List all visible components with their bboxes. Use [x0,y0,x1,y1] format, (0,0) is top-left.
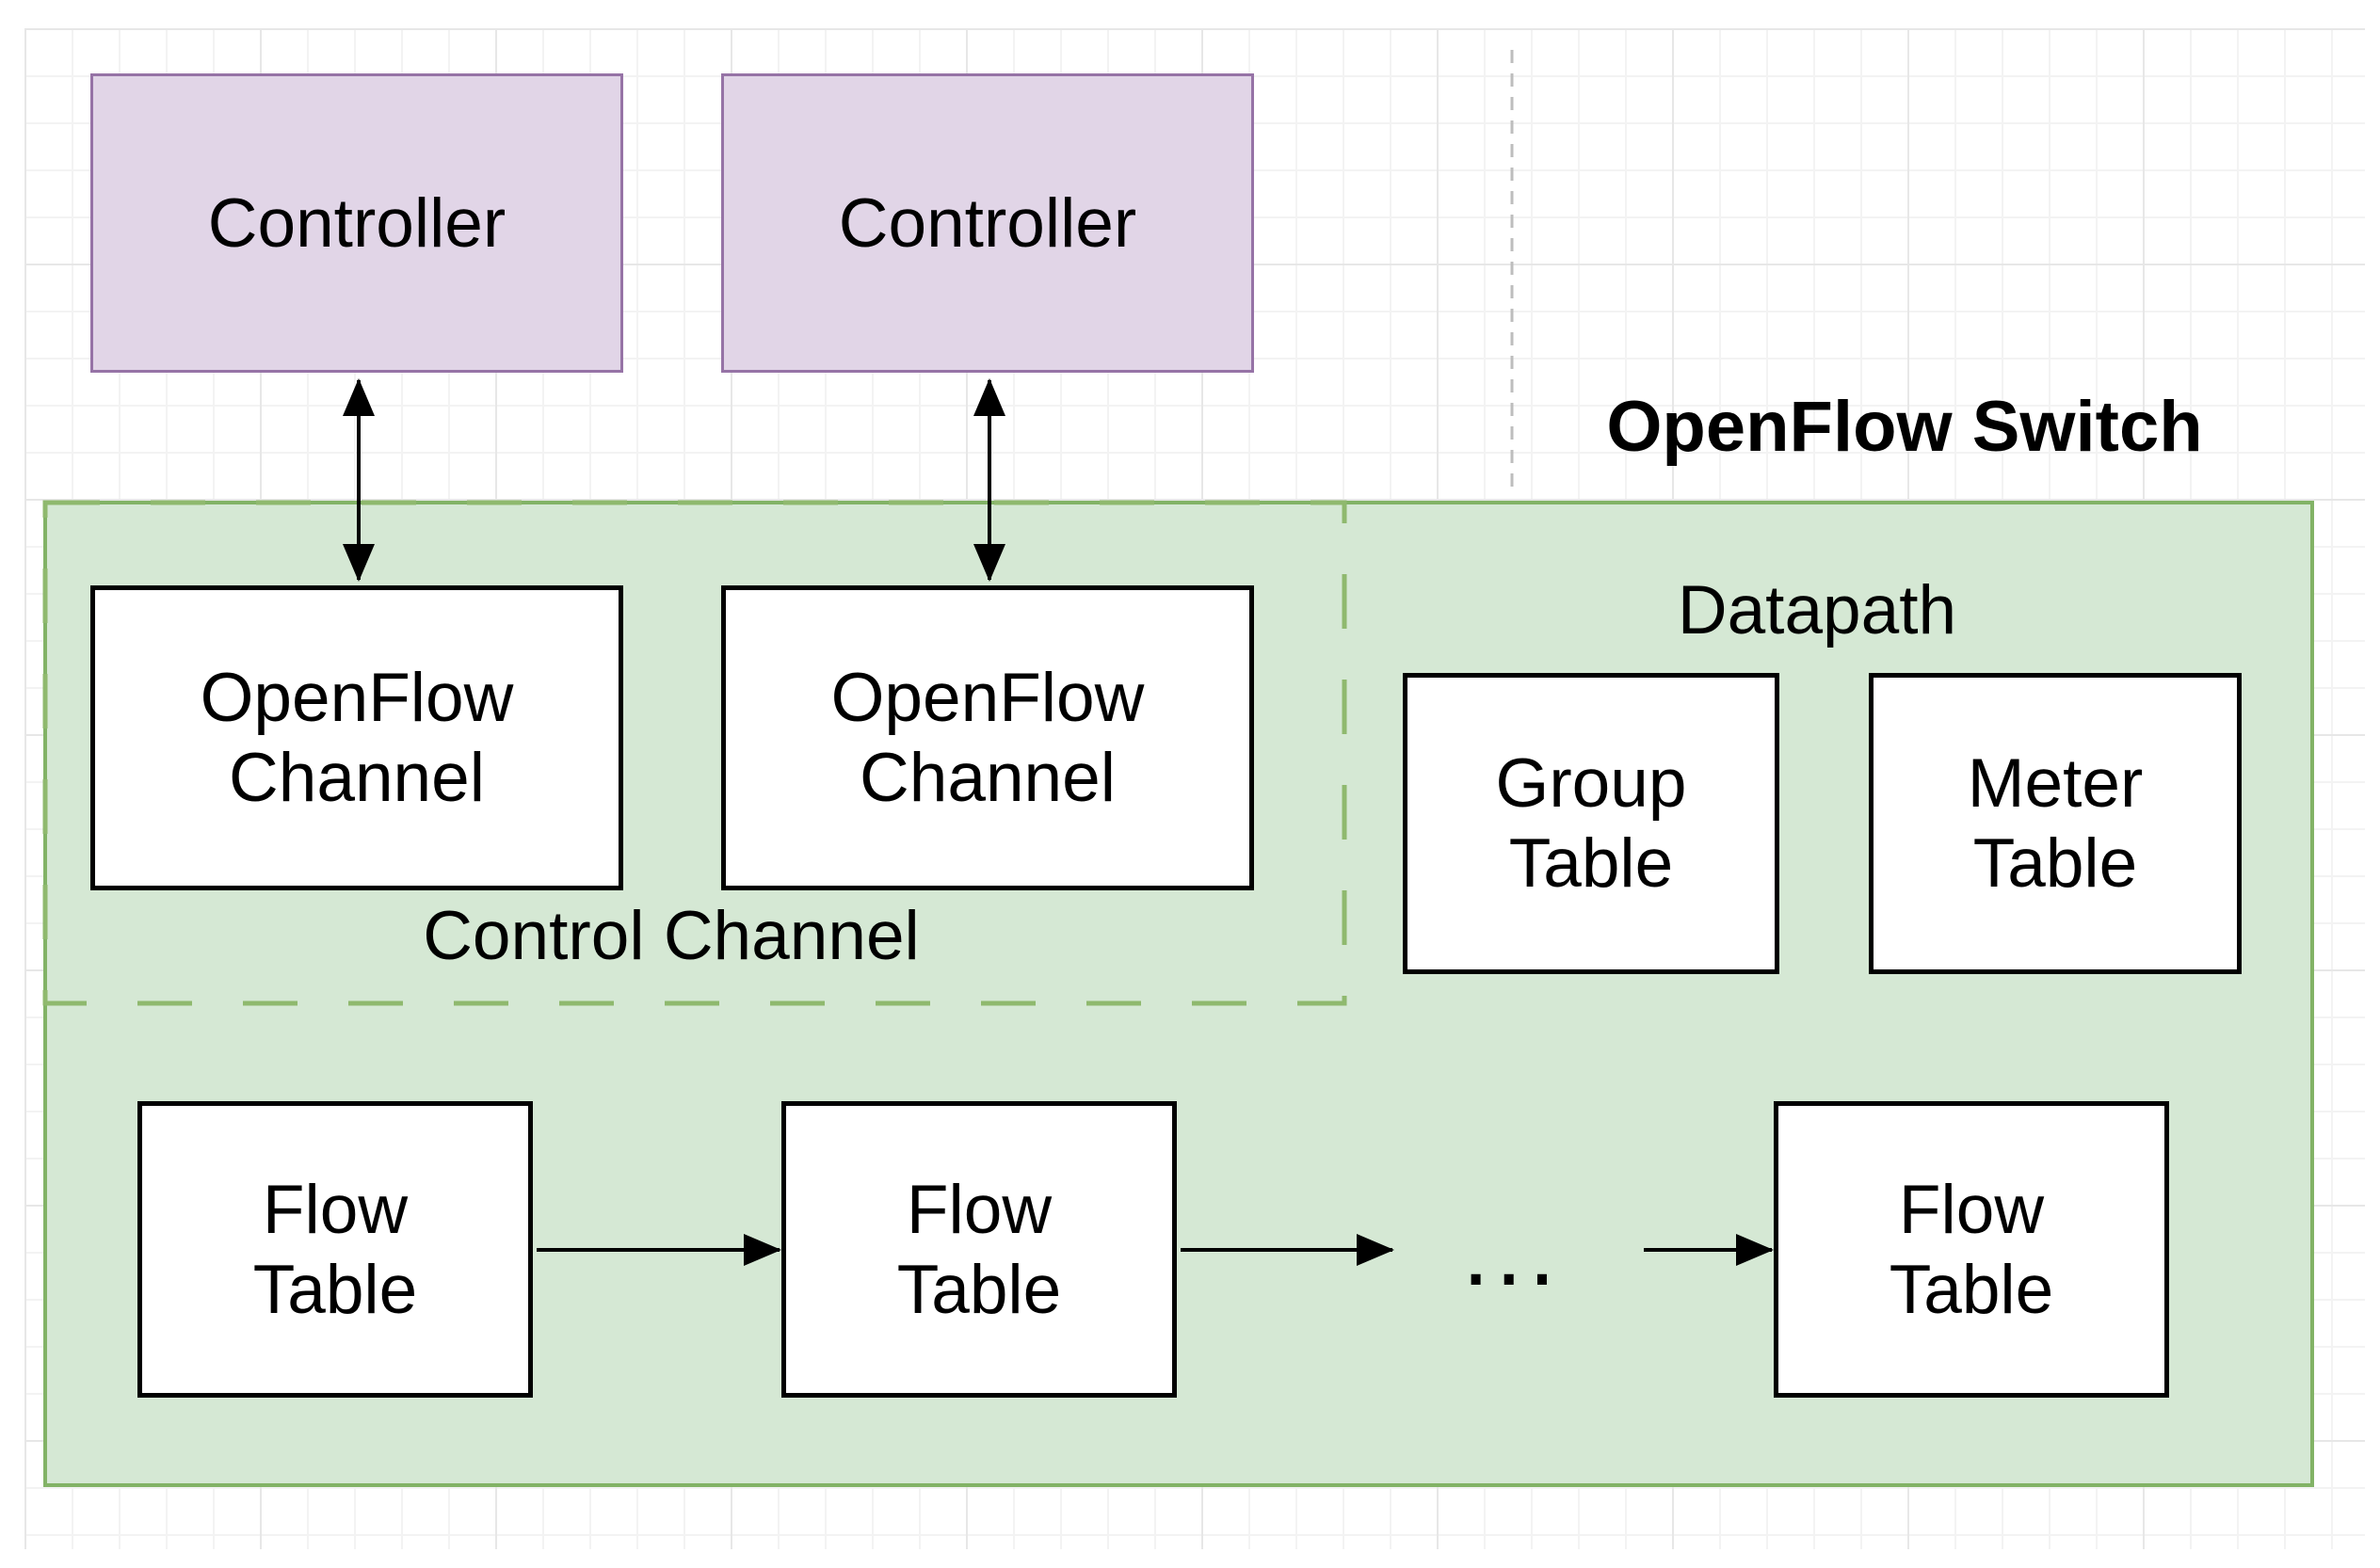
flow-table-label: Flow Table [1889,1171,2054,1328]
openflow-channel-box-2: OpenFlow Channel [721,585,1254,890]
controller-box-2: Controller [721,73,1254,373]
controller-box-1: Controller [90,73,623,373]
openflow-channel-label: OpenFlow Channel [200,660,514,816]
flow-table-box-2: Flow Table [781,1101,1177,1398]
ellipsis-label: ... [1462,1196,1562,1306]
controller-label: Controller [207,184,507,262]
controller-label: Controller [838,184,1137,262]
flow-table-box-1: Flow Table [137,1101,533,1398]
meter-table-box: Meter Table [1869,673,2242,974]
flow-table-label: Flow Table [896,1171,1062,1328]
flow-table-box-3: Flow Table [1774,1101,2169,1398]
flow-table-label: Flow Table [252,1171,418,1328]
meter-table-label: Meter Table [1967,745,2144,902]
openflow-channel-box-1: OpenFlow Channel [90,585,623,890]
group-table-label: Group Table [1495,745,1687,902]
openflow-switch-title: OpenFlow Switch [1606,387,2203,467]
control-channel-label: Control Channel [423,898,920,974]
group-table-box: Group Table [1403,673,1779,974]
datapath-label: Datapath [1677,572,1957,648]
openflow-channel-label: OpenFlow Channel [830,660,1145,816]
